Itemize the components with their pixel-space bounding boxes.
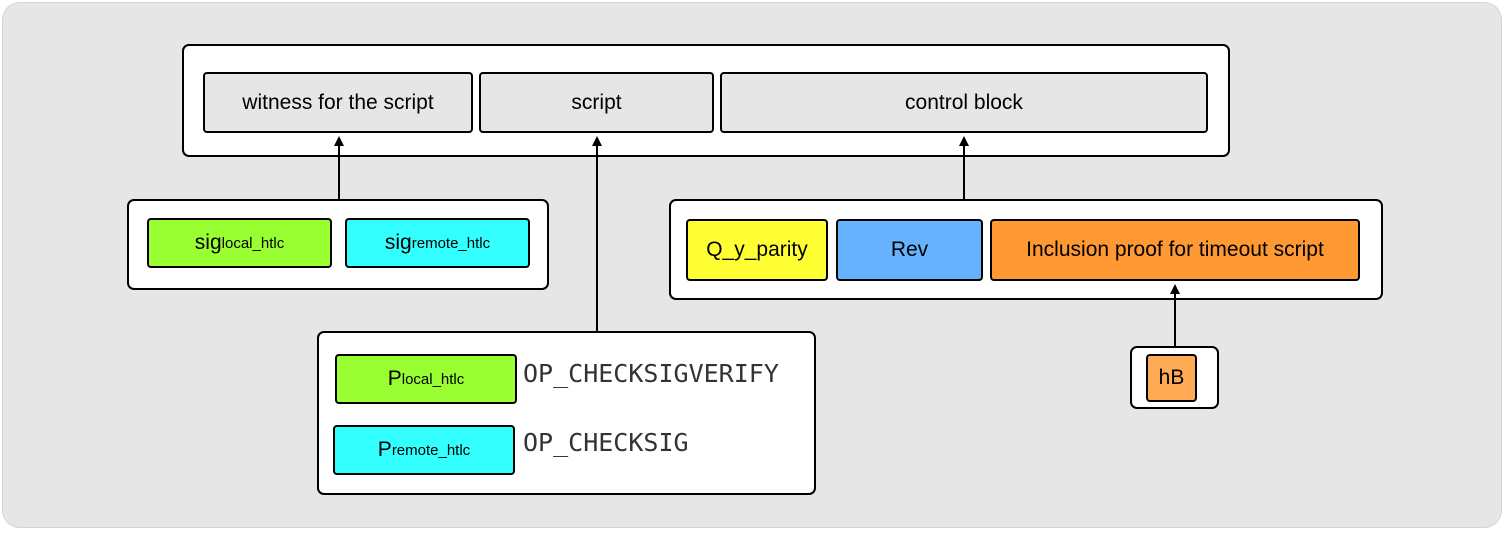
- inclusion-proof-cell: Inclusion proof for timeout script: [990, 219, 1360, 281]
- p-remote-base: P: [377, 438, 392, 461]
- p-local-subscript: local_htlc: [401, 370, 465, 388]
- p-remote-subscript: remote_htlc: [391, 441, 471, 459]
- script-cell: script: [479, 72, 714, 133]
- sig-local-base: sig: [194, 231, 222, 254]
- p-local-base: P: [387, 367, 402, 390]
- sig-remote-subscript: remote_htlc: [411, 234, 491, 252]
- op-checksigverify: OP_CHECKSIGVERIFY: [523, 359, 779, 388]
- rev-cell: Rev: [836, 219, 983, 281]
- q-y-parity-cell: Q_y_parity: [686, 219, 828, 281]
- witness-for-script-cell: witness for the script: [203, 72, 473, 133]
- hb-cell: hB: [1146, 354, 1197, 402]
- sig-local-subscript: local_htlc: [221, 234, 285, 252]
- op-checksig: OP_CHECKSIG: [523, 428, 689, 457]
- control-block-cell: control block: [720, 72, 1208, 133]
- sig-remote-base: sig: [384, 231, 412, 254]
